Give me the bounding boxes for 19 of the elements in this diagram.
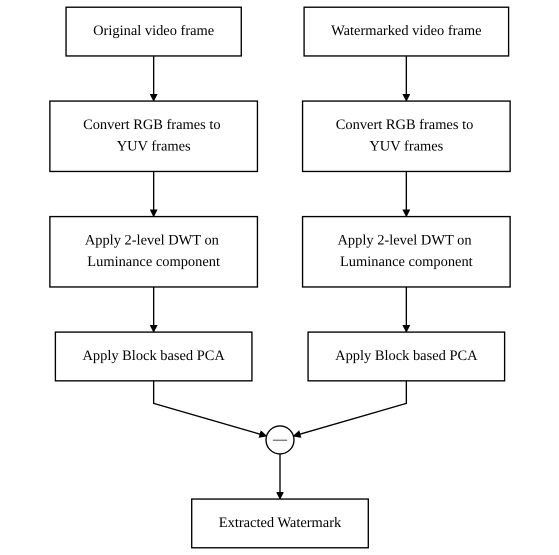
arrow [152,380,266,438]
node-box: Convert RGB frames to YUV frames [301,100,510,172]
arrow [292,380,407,438]
node-box: Original video frame [64,6,242,57]
node-box: Apply Block based PCA [54,331,252,382]
node-box: Convert RGB frames to YUV frames [48,100,258,172]
node-box: Watermarked video frame [302,6,509,57]
arrow [149,286,158,332]
node-circle: — [264,425,294,455]
arrow [276,454,284,500]
arrow [402,56,410,102]
arrow [402,171,410,217]
node-box: Apply 2-level DWT on Luminance component [48,216,258,288]
node-box: Apply Block based PCA [306,331,505,382]
arrow [149,56,158,102]
arrow [149,171,158,217]
arrow [402,286,410,332]
node-box: Extracted Watermark [190,498,368,548]
node-box: Apply 2-level DWT on Luminance component [301,216,510,288]
